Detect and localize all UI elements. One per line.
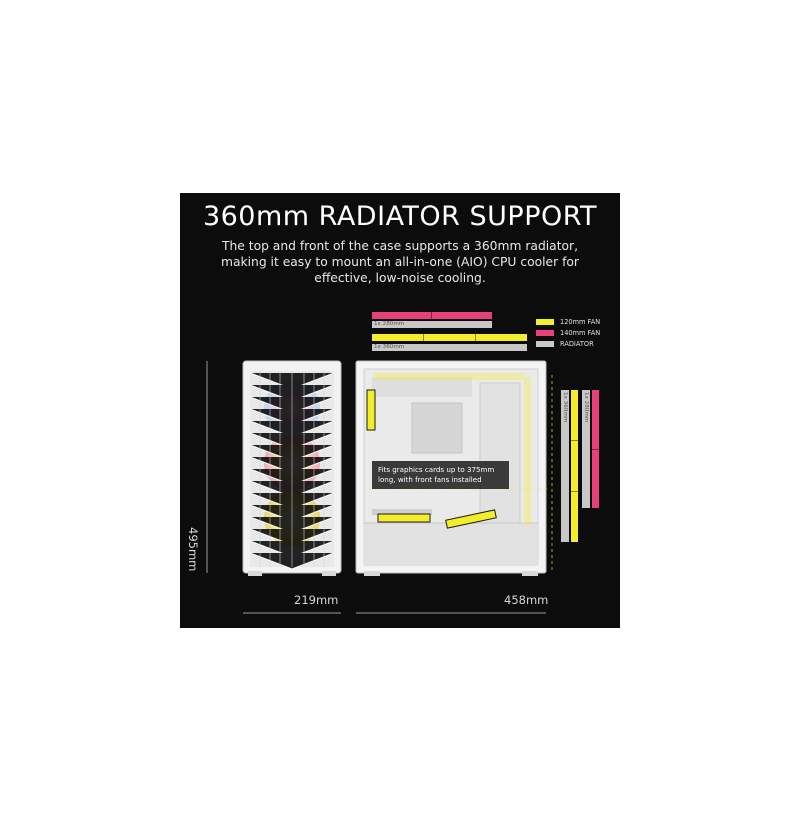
top-140mm-fan-bar: [372, 312, 492, 319]
front-280mm-radiator-bar: [582, 390, 590, 508]
legend-swatch-radiator: [536, 341, 554, 347]
bottom-fan-slot: [377, 513, 431, 523]
top-140mm-fan-divider: [431, 312, 432, 319]
top-120mm-fan-divider-1: [423, 334, 424, 341]
top-360mm-label: 1x 360mm: [374, 344, 405, 350]
front-360mm-radiator-bar: [561, 390, 569, 542]
width-dimension-label: 219mm: [294, 593, 339, 607]
top-360mm-radiator-bar: [372, 344, 527, 351]
legend-item-140mm-fan: 140mm FAN: [536, 328, 600, 338]
page-title: 360mm RADIATOR SUPPORT: [202, 201, 598, 232]
legend-label-radiator: RADIATOR: [560, 340, 594, 348]
legend-swatch-140mm: [536, 330, 554, 336]
front-120mm-fan-divider-1: [571, 440, 578, 441]
front-fan-slot: [366, 389, 376, 431]
gpu-clearance-callout: Fits graphics cards up to 375mm long, wi…: [372, 461, 509, 489]
front-360mm-label: 1x 360mm: [562, 392, 568, 423]
top-280mm-radiator-bar: [372, 321, 492, 328]
product-infographic: 360mm RADIATOR SUPPORT The top and front…: [180, 193, 620, 628]
top-120mm-fan-divider-2: [475, 334, 476, 341]
description-text: The top and front of the case supports a…: [221, 239, 579, 285]
case-front-view: [242, 360, 342, 576]
legend-label-120mm: 120mm FAN: [560, 318, 601, 326]
height-dimension-label: 495mm: [186, 527, 200, 572]
front-280mm-label: 1x 280mm: [583, 392, 589, 423]
front-120mm-fan-divider-2: [571, 491, 578, 492]
top-280mm-label: 1x 280mm: [374, 321, 405, 327]
front-140mm-fan-divider: [592, 449, 599, 450]
depth-dimension-label: 458mm: [504, 593, 549, 607]
case-illustration: [206, 360, 553, 614]
legend-swatch-120mm: [536, 319, 554, 325]
front-120mm-fan-bar: [571, 390, 578, 542]
legend-item-120mm-fan: 120mm FAN: [536, 317, 600, 327]
top-120mm-fan-bar: [372, 334, 527, 341]
legend-item-radiator: RADIATOR: [536, 339, 594, 349]
legend-label-140mm: 140mm FAN: [560, 329, 601, 337]
gpu-fan-slot: [445, 509, 497, 529]
